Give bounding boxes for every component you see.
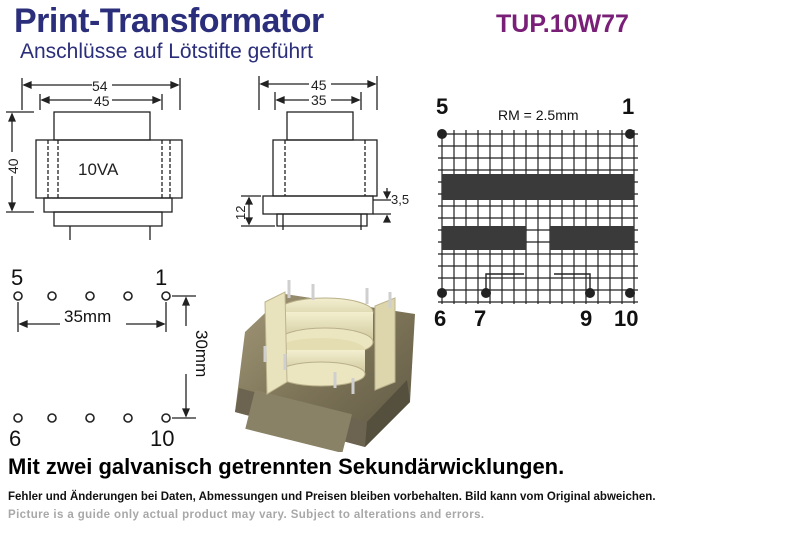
part-number: TUP.10W77 [496,10,629,38]
layout-pin-1: 1 [155,265,167,290]
grid-pin-1: 1 [622,94,634,119]
layout-pin-6: 6 [9,426,21,451]
side-width-outer-label: 45 [311,77,327,93]
base-height-label: 12 [233,206,248,220]
grid-pin-6: 6 [434,306,446,331]
side-view-drawing: 45 35 12 3,5 [233,76,409,230]
front-width-outer-label: 54 [92,78,108,94]
grid-pitch-label: RM = 2.5mm [498,107,579,123]
disclaimer-german: Fehler und Änderungen bei Daten, Abmessu… [8,491,656,503]
grid-pin-10: 10 [614,306,638,331]
pin-length-label: 3,5 [391,192,409,207]
layout-pin-10: 10 [150,426,174,451]
main-caption: Mit zwei galvanisch getrennten Sekundärw… [8,454,565,479]
grid-pin-5: 5 [436,94,448,119]
pin-layout-drawing: 5 1 35mm 30mm 6 10 [9,265,211,451]
horizontal-spacing-label: 35mm [64,307,111,326]
transformer-photo [235,280,415,452]
rating-label: 10VA [78,160,119,179]
grid-pin-9: 9 [580,306,592,331]
winding-bar-right [550,226,634,250]
page-title: Print-Transformator [14,2,324,40]
front-view-drawing: 54 45 10VA 40 [5,78,183,240]
disclaimer-english: Picture is a guide only actual product m… [8,509,485,521]
winding-bar-left [442,226,526,250]
grid-pin-7: 7 [474,306,486,331]
side-width-inner-label: 35 [311,92,327,108]
front-width-inner-label: 45 [94,93,110,109]
page-subtitle: Anschlüsse auf Lötstifte geführt [20,40,314,63]
winding-bar-top [442,174,634,200]
layout-pin-5: 5 [11,265,23,290]
pcb-grid-drawing: 5 1 RM = 2.5mm 6 7 9 10 [434,94,638,331]
vertical-spacing-label: 30mm [192,330,211,377]
front-height-label: 40 [5,158,21,174]
